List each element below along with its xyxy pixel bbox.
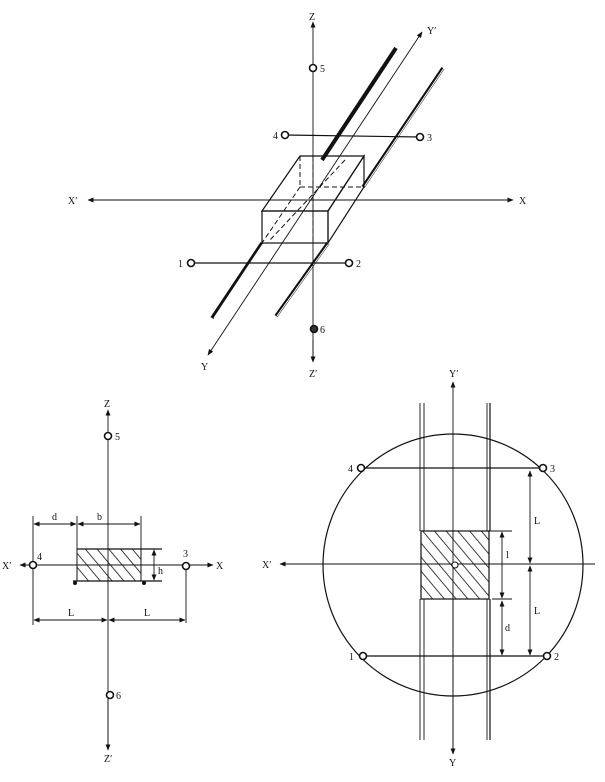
point-label-2: 2 xyxy=(356,259,361,270)
x-neg-label: X′ xyxy=(262,560,271,571)
y-neg-label: Y′ xyxy=(427,26,436,37)
dim-b-label: b xyxy=(97,512,102,523)
specimen-box xyxy=(260,153,366,246)
plan-view: Y′ Y X′ L l L d 4 3 1 2 xyxy=(262,369,595,769)
y-label: Y xyxy=(201,362,208,373)
point-label-4: 4 xyxy=(37,552,42,563)
point-label-3: 3 xyxy=(427,133,432,144)
sensor-point-6 xyxy=(105,690,115,700)
point-label-3: 3 xyxy=(550,464,555,475)
z-neg-label: Z′ xyxy=(104,754,112,765)
dim-h-label: h xyxy=(158,566,163,577)
sensor-point-2 xyxy=(344,258,354,268)
specimen-section xyxy=(420,530,490,600)
point-label-5: 5 xyxy=(115,432,120,443)
x-label: X xyxy=(519,196,527,207)
point-label-5: 5 xyxy=(320,64,325,75)
point-label-3: 3 xyxy=(183,549,188,560)
sensor-point-1 xyxy=(358,651,368,661)
point-label-4: 4 xyxy=(273,131,278,142)
sensor-point-3 xyxy=(415,132,425,142)
sensor-point-4 xyxy=(28,560,38,570)
x-label: X xyxy=(216,561,224,572)
sensor-point-6 xyxy=(309,324,319,334)
dim-L-left-label: L xyxy=(68,608,74,619)
sensor-point-4 xyxy=(280,130,290,140)
x-neg-label: X′ xyxy=(68,196,77,207)
isometric-view: Z Z′ X X′ Y Y′ 5 6 4 3 1 2 xyxy=(68,12,527,380)
y-neg-label: Y′ xyxy=(449,369,458,380)
dim-L-bottom-label: L xyxy=(534,606,540,617)
sensor-point-1 xyxy=(186,258,196,268)
sensor-line-4-3 xyxy=(284,134,421,138)
y-label: Y xyxy=(449,758,456,769)
specimen-section xyxy=(76,548,142,582)
x-neg-label: X′ xyxy=(2,561,11,572)
rails xyxy=(419,403,491,740)
sensor-point-5 xyxy=(308,63,318,73)
dim-d-label: d xyxy=(505,623,510,634)
sensor-point-4 xyxy=(356,463,366,473)
dim-L-top-label: L xyxy=(534,516,540,527)
z-label: Z xyxy=(104,399,110,410)
point-label-6: 6 xyxy=(320,325,325,336)
dim-l-label: l xyxy=(506,550,509,561)
sensor-point-5 xyxy=(103,431,113,441)
point-label-4: 4 xyxy=(348,464,353,475)
z-label: Z xyxy=(309,12,315,23)
point-label-1: 1 xyxy=(349,652,354,663)
point-label-1: 1 xyxy=(178,259,183,270)
sensor-point-2 xyxy=(542,651,552,661)
z-neg-label: Z′ xyxy=(309,369,317,380)
point-label-2: 2 xyxy=(554,652,559,663)
dim-d-label: d xyxy=(52,512,57,523)
sensor-point-3 xyxy=(538,463,548,473)
dim-L-right-label: L xyxy=(144,608,150,619)
y-axis xyxy=(207,31,423,356)
front-view: Z Z′ X X′ d b h L L 5 6 4 3 xyxy=(2,399,224,765)
point-label-6: 6 xyxy=(116,691,121,702)
sensor-point-3 xyxy=(181,561,191,571)
